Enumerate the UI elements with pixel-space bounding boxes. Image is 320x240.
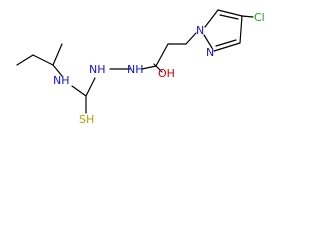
bond-ch-methyl (52, 43, 63, 66)
bond-ring-c3-n2 (213, 42, 241, 52)
bond-ethyl-terminal (16, 54, 34, 66)
atom-label-n-pyrazole-1: N (196, 24, 204, 37)
bond-ring-n2-n1 (203, 34, 213, 49)
atom-label-n-pyrazole-2: N (206, 46, 214, 59)
bond-ring-c5-c4-double (219, 14, 239, 20)
molecule-diagram: NH NH NH SH OH N N Cl (16, 9, 265, 126)
atom-label-nh-right: NH (127, 63, 144, 76)
bond-ethyl-ch (32, 54, 54, 66)
atom-labels: NH NH NH SH OH N N Cl (53, 11, 265, 126)
bond-ring-c4-c3 (239, 15, 243, 44)
atom-label-cl: Cl (254, 11, 265, 24)
atom-label-oh: OH (158, 67, 175, 80)
bond-ch-nh (52, 64, 63, 77)
bond-ring-n1-c5 (204, 9, 219, 28)
atom-label-nh-mid: NH (89, 63, 106, 76)
atom-label-sh: SH (79, 113, 94, 126)
bond-carbonyl-ch2 (155, 43, 169, 67)
bond-nh-c-thio (71, 85, 87, 97)
atom-label-nh-left: NH (53, 74, 70, 87)
bond-ch2-n (185, 32, 197, 45)
bond-nh-carbonyl (141, 65, 157, 70)
bond-ring-c5-c4 (217, 9, 243, 17)
bond-c-nh-mid (85, 77, 96, 97)
bond-carbonyl-double (153, 63, 163, 73)
bonds (16, 9, 254, 114)
bond-ring-c3-n2-double (215, 39, 237, 47)
bond-ring-cl (241, 15, 254, 18)
